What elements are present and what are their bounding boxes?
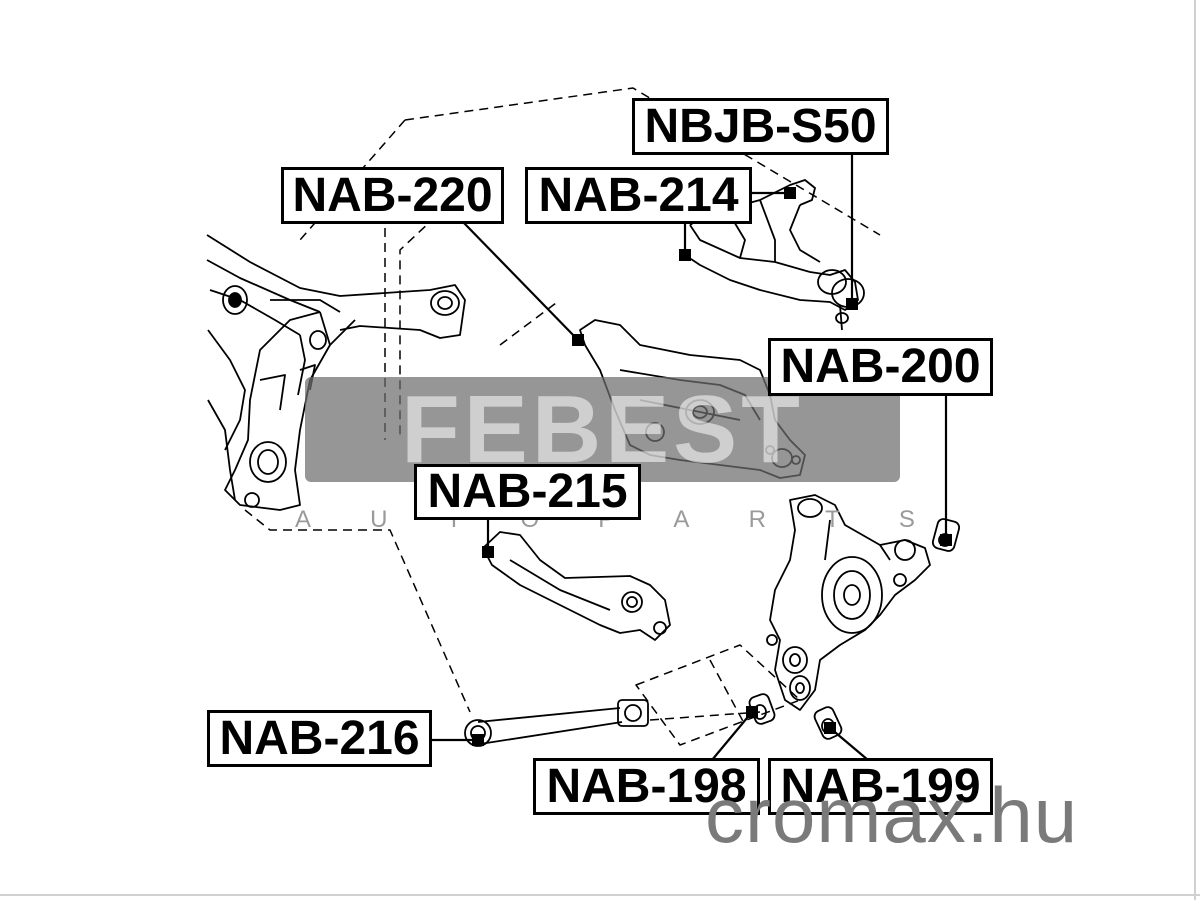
- part-label-nab-200[interactable]: NAB-200: [768, 338, 993, 396]
- part-label-nab-215[interactable]: NAB-215: [414, 464, 641, 520]
- part-label-nab-220[interactable]: NAB-220: [281, 167, 504, 224]
- rear-subframe: [206, 234, 466, 511]
- toe-link: [464, 699, 649, 747]
- part-label-nab-214[interactable]: NAB-214: [525, 167, 752, 224]
- site-watermark: cromax.hu: [705, 771, 1079, 859]
- frame-bottom-edge: [0, 894, 1200, 896]
- tagline-letter: A: [295, 506, 312, 533]
- tagline-letter: U: [370, 506, 388, 533]
- leader-lines: [432, 152, 948, 761]
- tagline-letter: T: [825, 506, 840, 533]
- part-label-nab-216[interactable]: NAB-216: [207, 710, 432, 767]
- frame-right-edge: [1194, 0, 1196, 900]
- rear-knuckle: [766, 494, 931, 711]
- part-label-nbjb-s50[interactable]: NBJB-S50: [632, 98, 889, 155]
- tagline-letter: A: [673, 506, 690, 533]
- tagline-letter: R: [748, 506, 766, 533]
- tagline-letter: S: [898, 506, 915, 533]
- part-label-nab-199[interactable]: NAB-199: [768, 758, 993, 815]
- part-label-nab-198[interactable]: NAB-198: [533, 758, 760, 815]
- leader-markers: [472, 187, 952, 746]
- lateral-link: [482, 531, 671, 641]
